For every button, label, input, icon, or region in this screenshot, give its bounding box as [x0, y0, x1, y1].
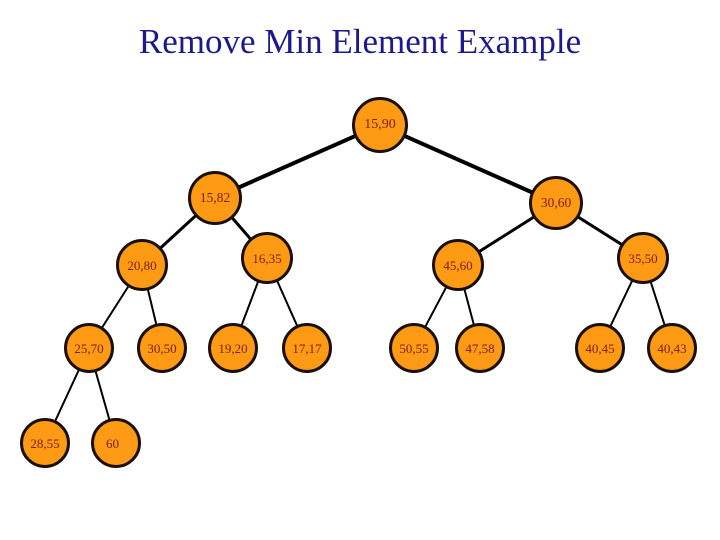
tree-node[interactable]: 40,43: [647, 323, 697, 373]
tree-node-label: 50,55: [399, 340, 429, 356]
tree-node-label: 30,50: [147, 340, 177, 356]
tree-node[interactable]: 30,60: [529, 176, 583, 230]
tree-edge: [240, 280, 260, 327]
tree-edge: [463, 287, 476, 327]
tree-node-label: 15,90: [364, 117, 396, 132]
tree-edge: [158, 213, 198, 250]
tree-node[interactable]: 20,80: [116, 239, 168, 291]
tree-edge: [237, 133, 358, 190]
tree-node-label: 40,45: [585, 340, 615, 356]
tree-node-label: 20,80: [127, 257, 157, 273]
tree-node-label: 16,35: [252, 250, 282, 266]
tree-edge: [402, 133, 534, 195]
tree-node-label: 45,60: [443, 257, 473, 273]
tree-edge: [100, 284, 130, 330]
tree-edge: [94, 369, 111, 422]
tree-node-label: 47,58: [465, 340, 495, 356]
tree-edge: [477, 215, 536, 254]
tree-node[interactable]: 45,60: [432, 239, 484, 291]
tree-node-label: 19,20: [218, 340, 248, 356]
tree-node[interactable]: 19,20: [208, 323, 258, 373]
tree-node[interactable]: 30,50: [137, 323, 187, 373]
tree-node[interactable]: 15,82: [188, 171, 242, 225]
tree-edge: [146, 288, 158, 326]
page-title: Remove Min Element Example: [138, 22, 582, 61]
tree-node[interactable]: 15,90: [352, 97, 408, 153]
tree-node-label: 15,82: [199, 190, 231, 206]
tree-node[interactable]: 17,17: [282, 323, 332, 373]
tree-edge: [649, 280, 666, 327]
tree-node[interactable]: 35,50: [617, 232, 669, 284]
tree-node-label: 40,43: [657, 340, 687, 356]
tree-node[interactable]: 16,35: [241, 232, 293, 284]
tree-node[interactable]: 25,70: [64, 323, 114, 373]
tree-edge: [423, 285, 448, 329]
tree-edge: [275, 279, 299, 328]
tree-node-label: 28,55: [30, 435, 60, 451]
tree-edge: [609, 279, 634, 328]
tree-node-label: 35,50: [628, 250, 658, 266]
tree-node[interactable]: 40,45: [575, 323, 625, 373]
tree-edge: [230, 215, 253, 241]
tree-edge: [576, 215, 624, 247]
tree-edge: [53, 368, 81, 423]
tree-node-label: 25,70: [74, 340, 104, 356]
tree-node[interactable]: 47,58: [455, 323, 505, 373]
tree-node[interactable]: 50,55: [389, 323, 439, 373]
tree-node-label: 60: [106, 435, 119, 451]
tree-node-label: 30,60: [540, 195, 572, 211]
tree-node-label: 17,17: [292, 340, 322, 356]
tree-node[interactable]: 28,55: [20, 418, 70, 468]
tree-node[interactable]: 60: [91, 418, 141, 468]
